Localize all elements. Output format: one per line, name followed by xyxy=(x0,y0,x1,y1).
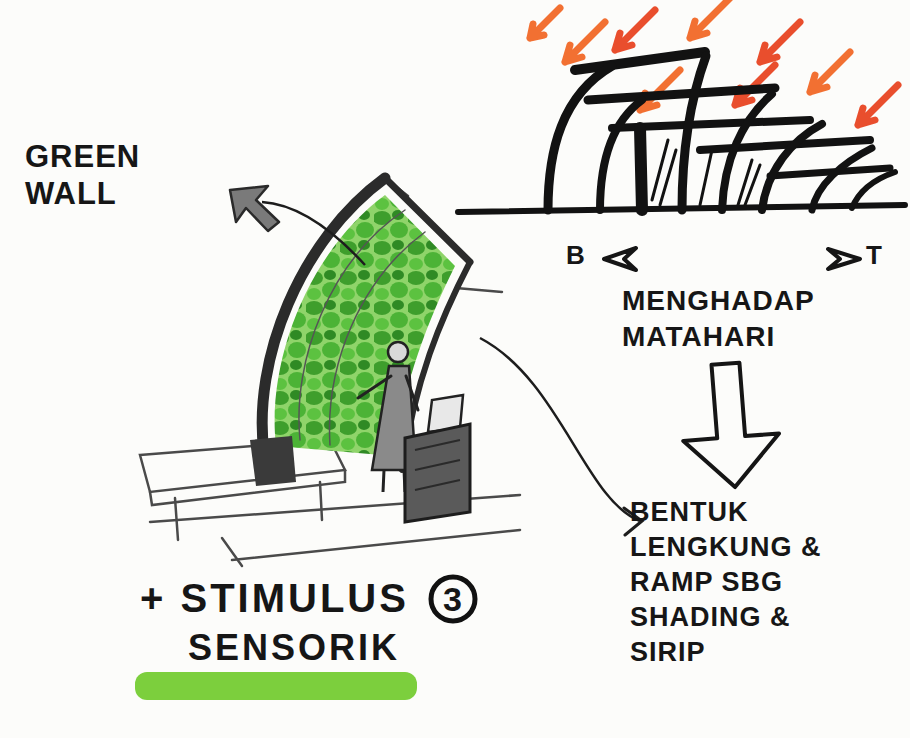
green-wall-frame xyxy=(262,178,385,452)
floor-line xyxy=(222,538,242,566)
statement-block: BENTUK LENGKUNG & RAMP SBG SHADING & SIR… xyxy=(630,495,855,670)
green-wall-frame xyxy=(385,178,470,262)
roof-slab xyxy=(700,140,870,150)
sun-ray-arrow xyxy=(530,8,560,38)
statement-block: MENGHADAP MATAHARI xyxy=(622,283,822,356)
desk-shading xyxy=(415,440,460,490)
leader-line xyxy=(480,338,640,521)
person-arm xyxy=(358,376,418,410)
direction-arrowhead xyxy=(828,249,860,269)
hatching xyxy=(652,140,760,205)
bench-outline xyxy=(150,470,345,505)
roof-slab xyxy=(575,52,705,70)
sun-ray-arrow xyxy=(615,10,655,50)
floor-line xyxy=(232,530,520,560)
heading-label: SENSORIK xyxy=(188,626,400,669)
roof-slab xyxy=(588,88,775,100)
callout-number: 3 xyxy=(428,574,478,624)
direction-label: B xyxy=(566,240,585,271)
sun-ray-arrow xyxy=(565,22,605,62)
curved-fin xyxy=(812,148,872,210)
node-text: BENTUK LENGKUNG & RAMP SBG SHADING & SIR… xyxy=(630,495,855,670)
curved-fin xyxy=(852,172,895,208)
direction-label: T xyxy=(866,240,882,271)
leader-line xyxy=(262,202,365,265)
person-legs xyxy=(383,470,405,492)
sun-ray-arrow xyxy=(810,52,850,92)
heading-label: + STIMULUS xyxy=(140,574,409,622)
person-head xyxy=(388,342,408,362)
curved-fin xyxy=(640,128,642,210)
sun-ray-arrow xyxy=(760,22,800,62)
curved-fin xyxy=(682,56,706,210)
direction-arrowhead xyxy=(604,248,636,270)
desk xyxy=(405,424,470,522)
sun-ray-arrow xyxy=(858,85,898,125)
callout-circle: 3 xyxy=(428,574,478,624)
callout-label: GREEN WALL xyxy=(25,138,185,212)
curved-fin xyxy=(600,100,642,210)
sun-ray-arrow xyxy=(690,0,730,38)
leader-arrowhead xyxy=(230,186,279,231)
block-arrow xyxy=(683,363,779,487)
wall-base xyxy=(250,436,296,486)
node-text: MENGHADAP MATAHARI xyxy=(622,283,822,356)
highlight-bar xyxy=(135,672,417,700)
green-wall-fill xyxy=(275,195,455,456)
